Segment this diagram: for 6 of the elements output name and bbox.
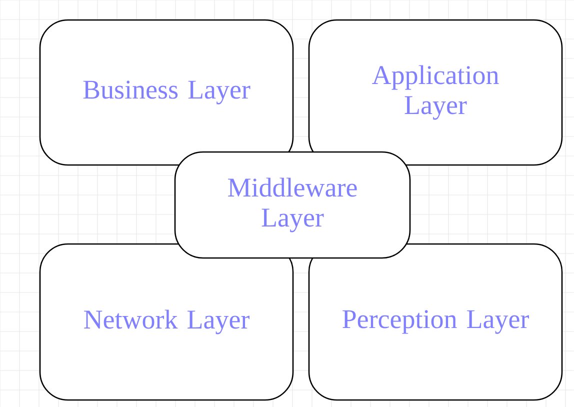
- node-label: Network Layer: [84, 310, 250, 334]
- layer-box: Network Layer: [39, 243, 294, 401]
- layer-box: Middleware Layer: [174, 151, 411, 259]
- layer-box: Perception Layer: [308, 243, 563, 401]
- layer-box: Business Layer: [39, 19, 294, 166]
- layer-box: Application Layer: [308, 19, 563, 166]
